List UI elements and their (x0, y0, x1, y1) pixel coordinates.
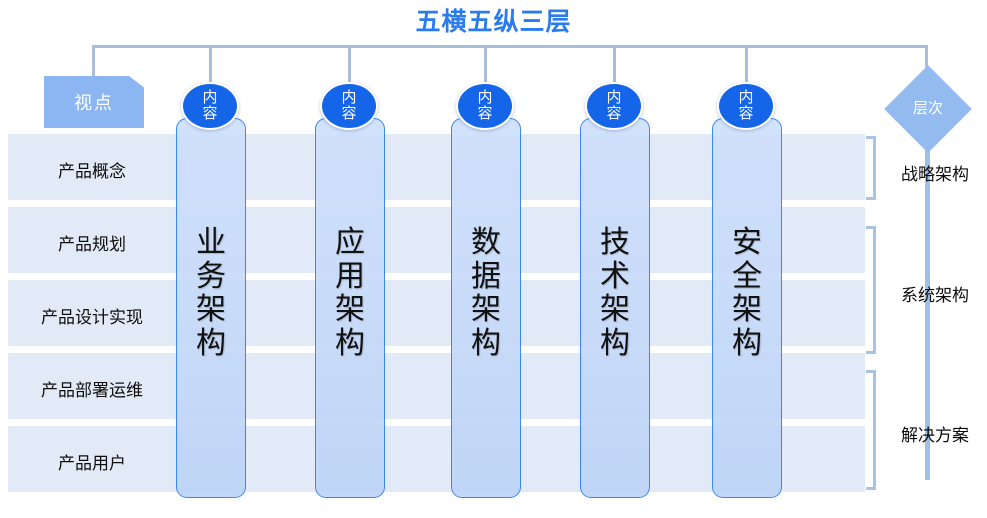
column-char: 架 (196, 293, 226, 327)
column-char: 架 (335, 293, 365, 327)
column-char: 务 (196, 259, 226, 293)
content-oval-line2: 容 (606, 105, 622, 122)
tier-bracket-system (866, 226, 876, 354)
column-char: 据 (471, 259, 501, 293)
connector-drop-column-3 (484, 45, 487, 88)
content-oval-label: 内 容 (477, 90, 492, 121)
column-char: 安 (732, 226, 762, 259)
content-oval-line1: 内 (738, 89, 754, 107)
connector-horizontal-trunk (92, 45, 928, 48)
content-oval-line1: 内 (477, 89, 493, 107)
content-oval-column-2[interactable]: 内 容 (320, 82, 378, 130)
content-oval-column-5[interactable]: 内 容 (717, 82, 775, 130)
column-char: 架 (600, 293, 630, 327)
column-char: 业 (196, 226, 226, 259)
row-label-product-design: 产品设计实现 (41, 308, 143, 327)
content-oval-line1: 内 (341, 89, 357, 107)
page-title: 五横五纵三层 (415, 8, 572, 36)
column-char: 用 (335, 259, 365, 293)
content-oval-line2: 容 (202, 105, 218, 122)
connector-drop-column-2 (348, 45, 351, 88)
content-oval-label: 内 容 (202, 90, 217, 121)
content-oval-line1: 内 (202, 89, 218, 107)
content-oval-line2: 容 (477, 105, 493, 122)
row-label-product-planning: 产品规划 (58, 235, 126, 254)
column-pillar-business[interactable] (176, 118, 246, 498)
content-oval-column-3[interactable]: 内 容 (456, 82, 514, 130)
column-char: 架 (732, 293, 762, 327)
connector-drop-column-5 (745, 45, 748, 88)
content-oval-line2: 容 (341, 105, 357, 122)
column-char: 构 (196, 326, 226, 360)
tier-bracket-solution (866, 370, 876, 490)
column-label-data: 数 据 架 构 (451, 226, 521, 360)
column-char: 数 (471, 226, 501, 259)
tier-label-solution: 解决方案 (901, 426, 969, 445)
row-label-product-concept: 产品概念 (58, 162, 126, 181)
column-char: 术 (600, 259, 630, 293)
tier-header-label: 层 次 (897, 82, 959, 136)
column-label-application: 应 用 架 构 (315, 226, 385, 360)
tier-label-strategy: 战略架构 (901, 165, 969, 184)
connector-drop-viewpoint (92, 45, 95, 78)
content-oval-column-4[interactable]: 内 容 (585, 82, 643, 130)
row-label-product-user: 产品用户 (58, 454, 126, 473)
tier-bracket-strategy (866, 136, 876, 200)
column-label-security: 安 全 架 构 (712, 226, 782, 360)
column-char: 构 (471, 326, 501, 360)
tier-spine-line (925, 138, 930, 480)
content-oval-label: 内 容 (738, 90, 753, 121)
row-label-product-deployment: 产品部署运维 (41, 381, 143, 400)
column-char: 构 (335, 326, 365, 360)
column-char: 应 (335, 226, 365, 259)
column-pillar-security[interactable] (712, 118, 782, 498)
tier-label-system: 系统架构 (901, 286, 969, 305)
column-char: 全 (732, 259, 762, 293)
connector-drop-column-4 (613, 45, 616, 88)
content-oval-line2: 容 (738, 105, 754, 122)
content-oval-column-1[interactable]: 内 容 (181, 82, 239, 130)
column-pillar-technology[interactable] (580, 118, 650, 498)
column-label-technology: 技 术 架 构 (580, 226, 650, 360)
viewpoint-header-label: 视点 (74, 93, 114, 113)
tier-header-line1: 层 (912, 100, 928, 118)
content-oval-label: 内 容 (341, 90, 356, 121)
connector-drop-column-1 (209, 45, 212, 88)
content-oval-line1: 内 (606, 89, 622, 107)
column-char: 构 (600, 326, 630, 360)
content-oval-label: 内 容 (606, 90, 621, 121)
tier-header-line2: 次 (928, 100, 944, 118)
column-label-business: 业 务 架 构 (176, 226, 246, 360)
viewpoint-header-box[interactable]: 视点 (44, 76, 144, 128)
column-char: 架 (471, 293, 501, 327)
column-char: 技 (600, 226, 630, 259)
column-char: 构 (732, 326, 762, 360)
